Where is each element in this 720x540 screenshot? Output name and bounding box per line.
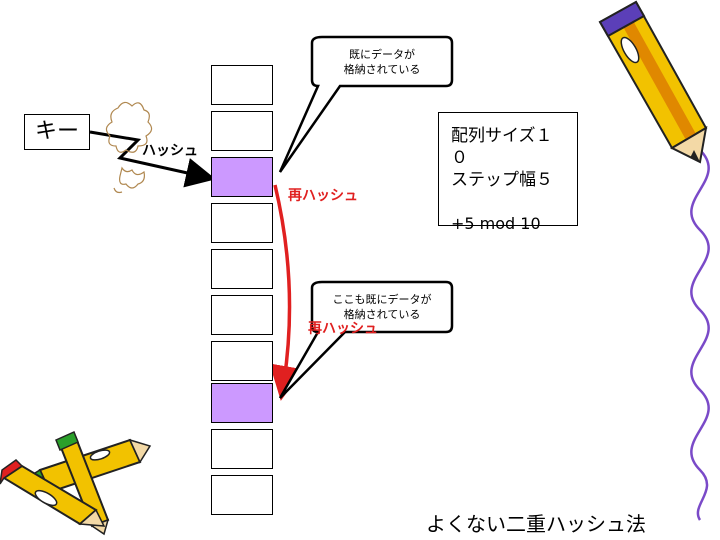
array-cell-filled xyxy=(211,157,273,197)
info-box: 配列サイズ１０ ステップ幅５ +5 mod 10 xyxy=(438,112,578,233)
wavy-line xyxy=(690,149,710,521)
info-step-width: ステップ幅５ xyxy=(451,170,553,190)
callout-top-bubble xyxy=(278,35,454,173)
callout-bottom-text: ここも既にデータが 格納されている xyxy=(314,292,450,322)
array-cell xyxy=(211,111,273,151)
rehash-label-2: 再ハッシュ xyxy=(308,321,378,337)
rehash-label-1: 再ハッシュ xyxy=(288,188,358,204)
callout-top-line1: 既にデータが xyxy=(349,48,415,61)
array-cell-filled xyxy=(211,383,273,423)
callout-top-line2: 格納されている xyxy=(343,63,421,76)
array-cell xyxy=(211,295,273,335)
hash-label: ハッシュ xyxy=(142,143,198,159)
cloud-icon xyxy=(105,101,153,194)
page-title: よくない二重ハッシュ法 xyxy=(426,512,646,536)
rehash-arrow xyxy=(269,184,305,401)
info-formula: +5 mod 10 xyxy=(451,214,541,233)
array-cell xyxy=(211,65,273,105)
array-cell xyxy=(211,203,273,243)
key-box: キー xyxy=(24,114,90,150)
callout-bottom-bubble xyxy=(278,280,454,399)
callout-top-text: 既にデータが 格納されている xyxy=(314,47,450,77)
hash-arrow xyxy=(89,130,216,188)
callout-bottom-line2: 格納されている xyxy=(343,308,421,321)
callout-bottom-line1: ここも既にデータが xyxy=(332,293,432,306)
pencil-icon xyxy=(598,0,708,164)
info-array-size: 配列サイズ１０ xyxy=(451,126,553,168)
array-cell xyxy=(211,341,273,381)
array-cell xyxy=(211,249,273,289)
array-cell xyxy=(211,429,273,469)
pencils-icon xyxy=(0,430,152,536)
array-cell xyxy=(211,475,273,515)
